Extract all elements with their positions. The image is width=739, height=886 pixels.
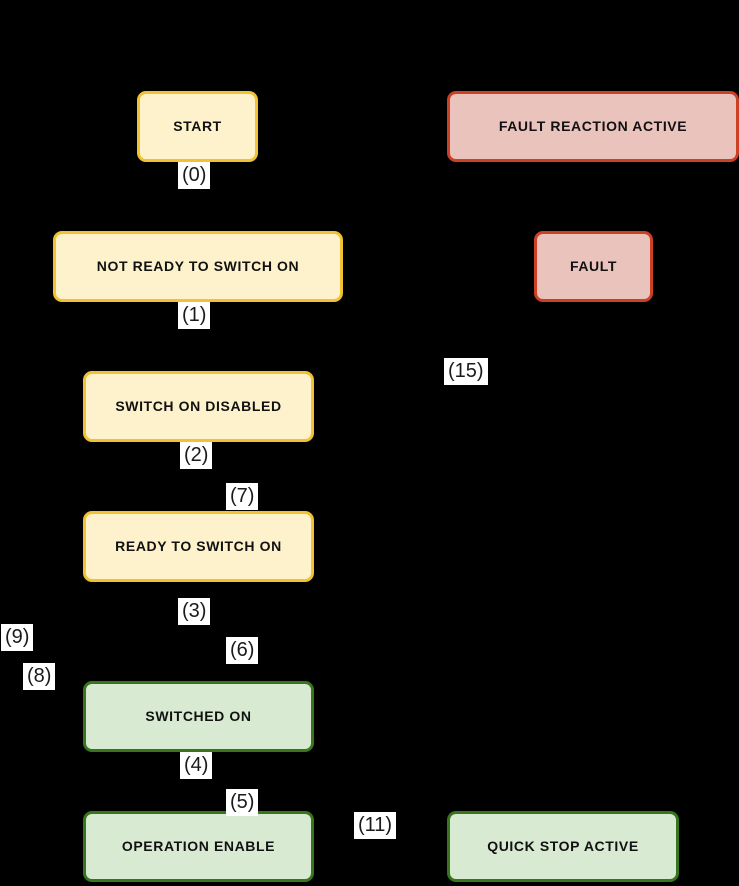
state-label-operation-enable: OPERATION ENABLE — [121, 837, 276, 854]
state-label-switch-on-disabled: SWITCH ON DISABLED — [115, 397, 282, 414]
state-box-operation-enable[interactable]: OPERATION ENABLE — [83, 811, 314, 882]
state-box-switch-on-disabled[interactable]: SWITCH ON DISABLED — [83, 371, 314, 442]
transition-label-t5: (5) — [226, 789, 259, 816]
state-label-fault-reaction: FAULT REACTION ACTIVE — [498, 117, 688, 134]
state-label-quick-stop-active: QUICK STOP ACTIVE — [487, 837, 639, 854]
state-box-start[interactable]: START — [137, 91, 258, 162]
transition-label-t0: (0) — [178, 162, 211, 189]
state-box-not-ready[interactable]: NOT READY TO SWITCH ON — [53, 231, 343, 302]
state-label-fault: FAULT — [569, 257, 618, 274]
state-label-switched-on: SWITCHED ON — [145, 707, 252, 724]
state-label-ready-to-switch-on: READY TO SWITCH ON — [115, 537, 282, 554]
state-box-switched-on[interactable]: SWITCHED ON — [83, 681, 314, 752]
transition-label-t9: (9) — [1, 624, 34, 651]
transition-label-t3: (3) — [178, 598, 211, 625]
transition-label-t6: (6) — [226, 637, 259, 664]
state-label-start: START — [173, 117, 222, 134]
transition-label-t15: (15) — [444, 358, 488, 385]
transition-label-t8: (8) — [23, 663, 56, 690]
state-box-ready-to-switch-on[interactable]: READY TO SWITCH ON — [83, 511, 314, 582]
transition-label-t2: (2) — [180, 442, 213, 469]
transition-label-t11: (11) — [354, 812, 397, 839]
state-box-fault-reaction[interactable]: FAULT REACTION ACTIVE — [447, 91, 739, 162]
state-box-quick-stop-active[interactable]: QUICK STOP ACTIVE — [447, 811, 679, 882]
state-label-not-ready: NOT READY TO SWITCH ON — [96, 257, 300, 274]
transition-label-t1: (1) — [178, 302, 211, 329]
transition-label-t7: (7) — [226, 483, 259, 510]
transition-label-t4: (4) — [180, 752, 213, 779]
state-box-fault[interactable]: FAULT — [534, 231, 653, 302]
